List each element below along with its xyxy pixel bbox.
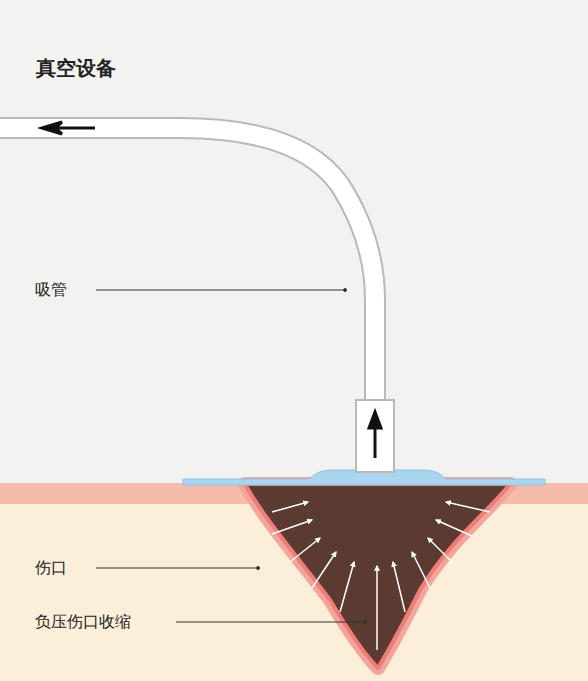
wound-rim xyxy=(245,484,510,668)
part-label: 负压伤口收缩 xyxy=(35,612,131,631)
suction-tube-outline xyxy=(0,128,375,410)
wound xyxy=(245,484,510,668)
diagram-title: 真空设备 xyxy=(36,56,116,80)
leader-lines xyxy=(96,289,367,624)
contraction-arrows xyxy=(272,502,490,650)
flow-arrow-up xyxy=(369,412,381,458)
flow-arrow-left xyxy=(42,122,95,134)
tube-connector xyxy=(356,400,394,472)
part-label: 吸管 xyxy=(35,280,67,299)
suction-tube xyxy=(0,128,375,410)
part-label: 伤口 xyxy=(35,558,67,577)
